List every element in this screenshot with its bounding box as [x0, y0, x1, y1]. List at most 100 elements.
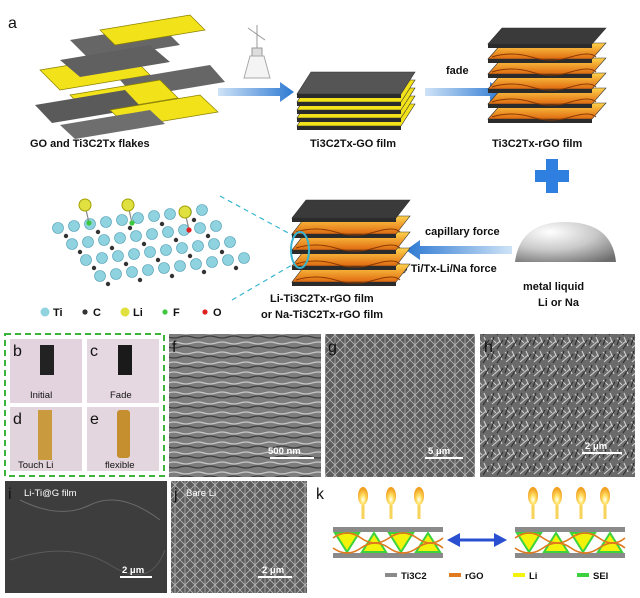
flame-icon [576, 487, 586, 505]
sem-g: g 5 μm [325, 334, 475, 477]
flame-stem [417, 505, 421, 519]
li-atom [121, 198, 135, 212]
c-atom [159, 221, 165, 227]
metal-liquid-droplet [515, 222, 616, 262]
rgo-film-stack [487, 27, 607, 123]
flakes-illustration [35, 14, 225, 139]
photo-e-caption: flexible [105, 460, 135, 471]
zoom-line-bottom [231, 264, 293, 301]
c-atom [201, 269, 207, 275]
sem-i-label: i [8, 486, 12, 503]
wave-line [491, 98, 597, 106]
stack-edge [297, 126, 401, 130]
ti3c2-layer [515, 553, 625, 558]
photo-b-label: b [13, 343, 22, 360]
flame-stem [389, 505, 393, 519]
ti-atom [128, 248, 140, 260]
flakes-caption: GO and Ti3C2Tx flakes [30, 138, 150, 150]
sem-f-label: f [172, 339, 177, 356]
ti-atom [224, 236, 236, 248]
c-atom [77, 249, 83, 255]
composite-caption-1: Li-Ti3C2Tx-rGO film [270, 293, 374, 305]
legend-swatch-ti [40, 307, 50, 317]
c-atom [95, 229, 101, 235]
k-legend-label-rgo: rGO [465, 571, 483, 582]
ti-atom [116, 214, 128, 226]
photo-e: e flexible [87, 407, 159, 471]
stack-edge [297, 110, 401, 114]
photo-c: c Fade [87, 339, 159, 403]
legend-label-o: O [213, 307, 222, 319]
double-arrow-icon [447, 533, 507, 547]
k-legend-label-sei: SEI [593, 571, 608, 582]
sem-j: j Bare Li 2 μm [171, 481, 307, 593]
flame-icon [552, 487, 562, 505]
f-atom [86, 220, 92, 226]
sem-j-title: Bare Li [186, 488, 216, 499]
arrow-fade [425, 82, 504, 102]
stack-edge [292, 250, 396, 254]
ti-atom [238, 252, 250, 264]
wave-line [295, 260, 401, 268]
li-triangle [333, 532, 361, 554]
legend-label-li: Li [133, 307, 143, 319]
k-legend-swatch-li [513, 573, 525, 577]
ti-atom [126, 266, 138, 278]
ti3c2-layer [333, 527, 443, 532]
capillary-label: capillary force [425, 226, 500, 238]
stack-edge [292, 266, 396, 270]
photo-d-label: d [13, 411, 22, 428]
k-legend-swatch-sei [577, 573, 589, 577]
sem-j-scale: 2 μm [262, 565, 284, 576]
c-atom [173, 237, 179, 243]
wave-line [491, 83, 597, 91]
ti-atom [210, 220, 222, 232]
force-label: @ Ti/Tx-Li/Na force [397, 263, 497, 275]
zoom-line-top [219, 195, 293, 236]
photo-c-label: c [90, 343, 98, 360]
photo-d: d Touch Li [10, 407, 82, 471]
c-atom [127, 225, 133, 231]
ti-atom [142, 264, 154, 276]
metal-caption-1: metal liquid [523, 281, 584, 293]
photo-d-caption: Touch Li [18, 460, 53, 471]
sem-h-scale: 2 μm [585, 441, 607, 452]
panel-a-label: a [8, 15, 17, 32]
c-atom [109, 245, 115, 251]
arrow-flakes-to-film [218, 82, 294, 102]
k-legend-label-ti3c2: Ti3C2 [401, 571, 427, 582]
flame-stem [531, 505, 535, 519]
rgo-film-caption: Ti3C2Tx-rGO film [492, 138, 582, 150]
flame-icon [528, 487, 538, 505]
panel-k-label: k [316, 486, 325, 503]
rgo-wave [514, 542, 626, 554]
filtration-flask-icon [243, 25, 271, 79]
ti-atom [146, 228, 158, 240]
stack-edge [297, 94, 401, 98]
atomic-structure [52, 198, 250, 287]
ti-atom [160, 244, 172, 256]
ti3c2-layer [515, 527, 625, 532]
c-atom [205, 233, 211, 239]
ti-atom [100, 216, 112, 228]
sem-h: h 2 μm [480, 334, 635, 477]
ti-atom [174, 260, 186, 272]
legend-swatch-f [162, 309, 168, 315]
stack-layer [296, 71, 416, 95]
fade-label: fade [446, 65, 469, 77]
wave-line [491, 68, 597, 76]
photo-b-caption: Initial [30, 390, 52, 401]
flame-icon [386, 487, 396, 505]
c-atom [169, 273, 175, 279]
ti-atom [80, 254, 92, 266]
stack-edge [488, 44, 592, 48]
ti-atom [110, 268, 122, 280]
photo-b: b Initial [10, 339, 82, 403]
flame-stem [361, 505, 365, 519]
ti-atom [132, 212, 144, 224]
stack-edge [292, 218, 396, 222]
ti-atom [222, 254, 234, 266]
